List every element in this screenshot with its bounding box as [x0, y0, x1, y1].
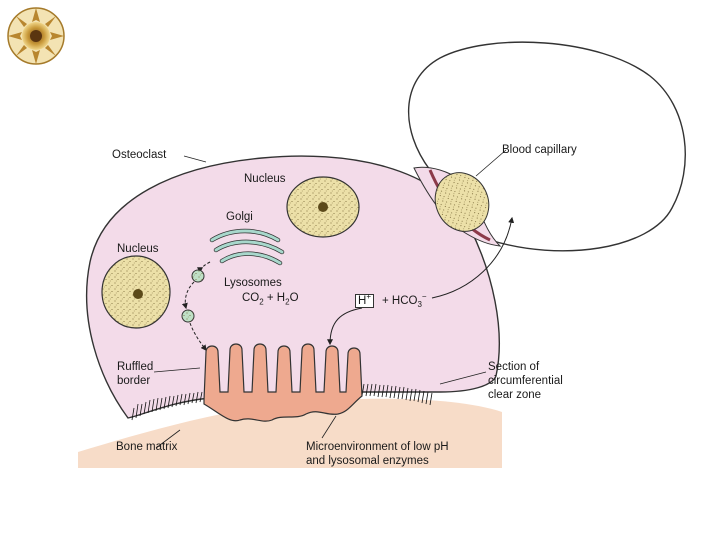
proton-arrow — [327, 307, 363, 346]
clear-zone-label: Section of circumferential clear zone — [488, 361, 563, 401]
nucleus-left-label: Nucleus — [117, 243, 159, 255]
bicarbonate-text: + HCO3− — [382, 292, 427, 310]
lysosome-path-arrow-1 — [181, 281, 195, 310]
ruffled-border — [203, 343, 363, 422]
bicarbonate-arrow — [431, 216, 515, 299]
golgi-label: Golgi — [226, 211, 253, 223]
nucleus-top-label: Nucleus — [244, 173, 286, 185]
leader-lines — [153, 149, 507, 449]
golgi-apparatus — [209, 228, 285, 266]
clear-zone-right — [361, 383, 433, 406]
microenvironment-label: Microenvironment of low pH and lysosomal… — [306, 441, 449, 467]
blood-capillary-label: Blood capillary — [502, 144, 577, 156]
lysosome-1 — [191, 269, 205, 283]
nucleus-top-shape — [286, 176, 360, 238]
lysosome-2 — [181, 309, 195, 323]
lysosomes-label: Lysosomes — [224, 277, 282, 289]
clear-zone-left — [131, 391, 203, 421]
nucleus-left-shape — [101, 255, 171, 329]
reaction-equation: CO2 + H2O — [242, 292, 299, 306]
osteoclast-cell — [85, 155, 500, 419]
osteoclast-label: Osteoclast — [112, 149, 167, 161]
bone-matrix-label: Bone matrix — [116, 441, 178, 453]
ruffled-border-label: Ruffled border — [117, 361, 154, 387]
co2-text: CO2 + H2O — [242, 292, 299, 307]
golgi-to-lysosome-arrow — [197, 261, 211, 274]
university-seal-logo — [7, 7, 65, 65]
proton-box: H+ — [355, 292, 374, 308]
bone-matrix — [78, 398, 502, 468]
lysosome-path-arrow-2 — [189, 322, 207, 351]
